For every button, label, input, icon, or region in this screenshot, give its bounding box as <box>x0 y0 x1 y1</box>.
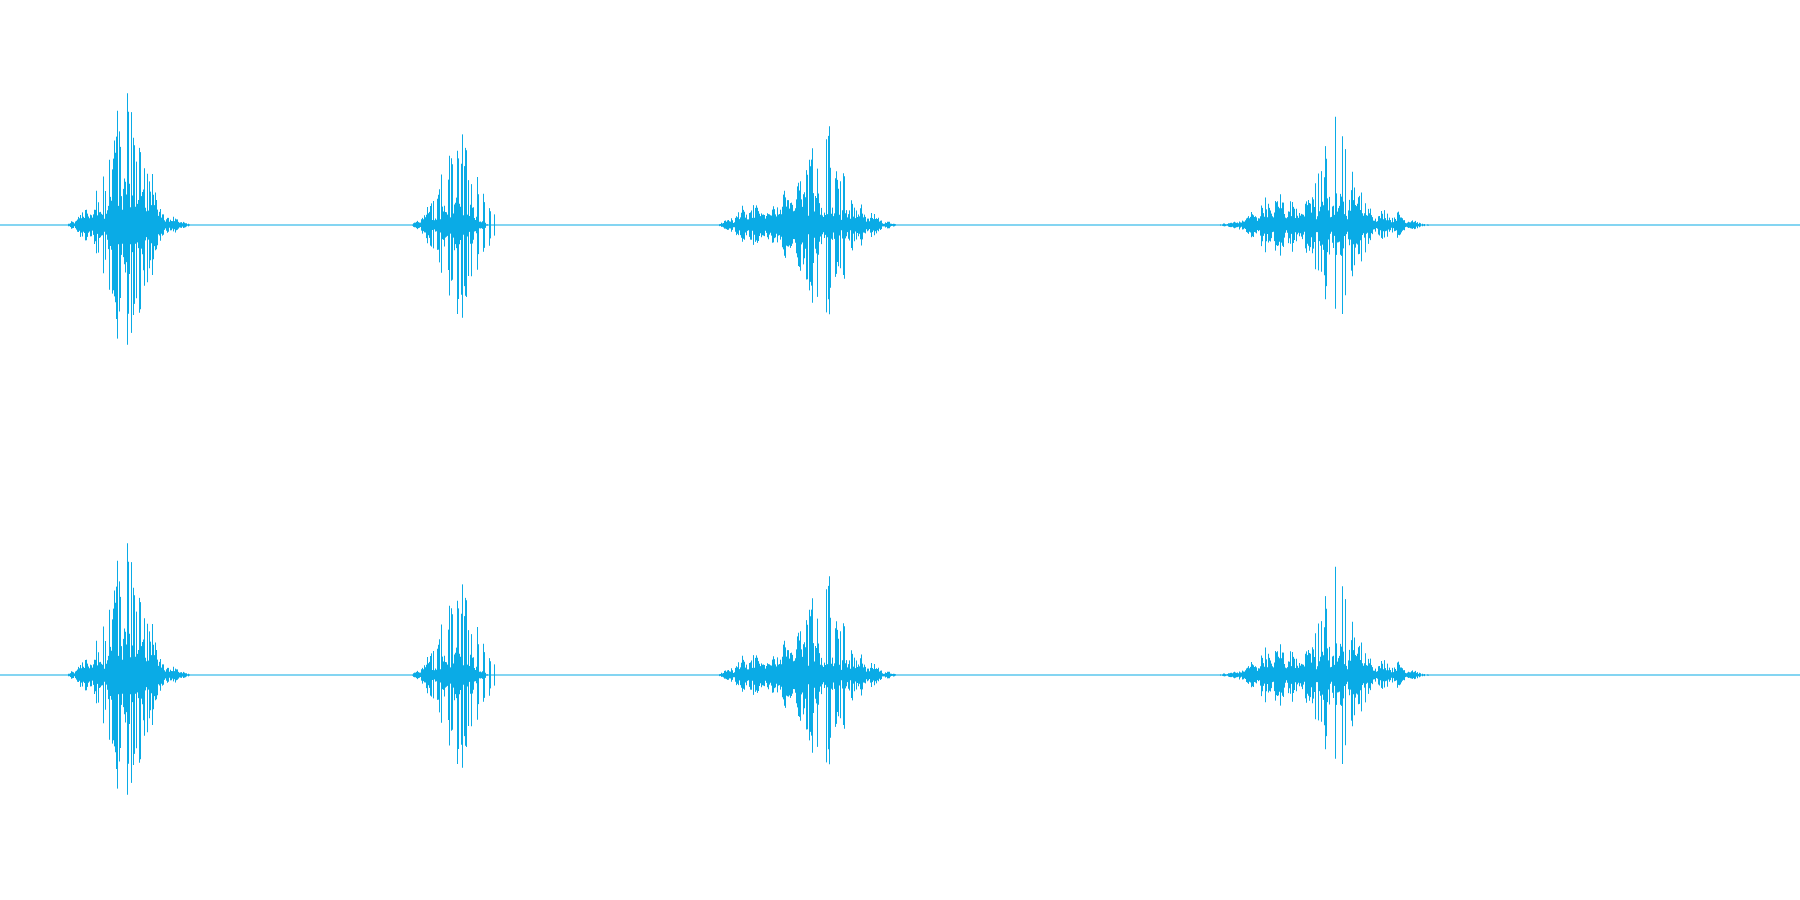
channel-1-waveform <box>0 93 1800 345</box>
waveform-path <box>68 93 1429 345</box>
waveform-path <box>68 543 1429 795</box>
channel-2-waveform <box>0 543 1800 795</box>
